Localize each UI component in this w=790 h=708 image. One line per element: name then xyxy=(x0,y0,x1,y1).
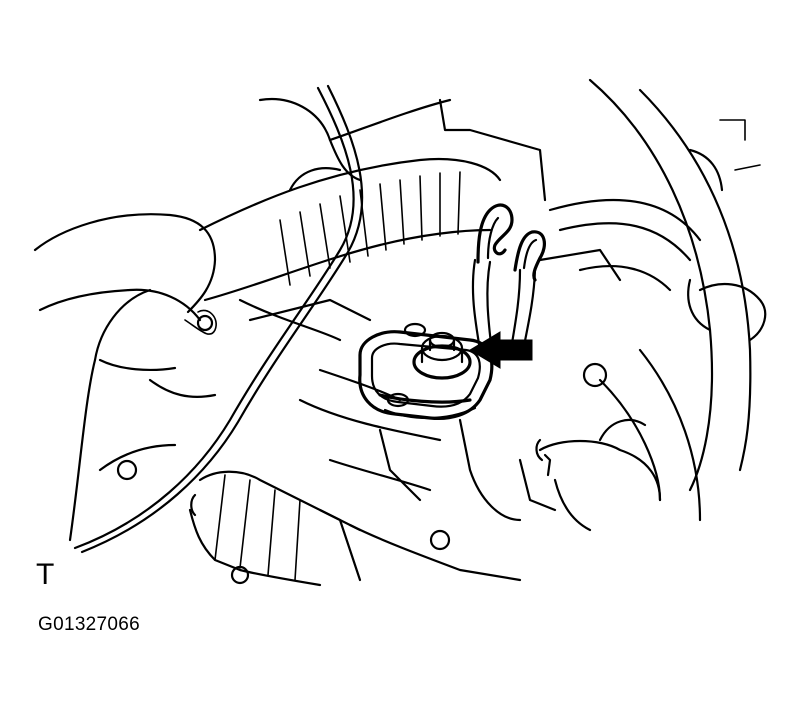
figure-id-label: G01327066 xyxy=(38,614,141,635)
bolt xyxy=(386,322,472,408)
left-cover-outline xyxy=(33,213,217,542)
lower-connector xyxy=(188,470,522,587)
right-connector xyxy=(535,418,662,532)
clamp-fork-tab xyxy=(476,203,547,282)
right-curved-housing xyxy=(548,78,767,522)
corner-code-label: T xyxy=(36,558,55,591)
thin-cable xyxy=(73,84,364,554)
intake-duct xyxy=(198,97,547,302)
pointer-arrow xyxy=(469,331,533,369)
center-bracket-body xyxy=(238,248,622,551)
